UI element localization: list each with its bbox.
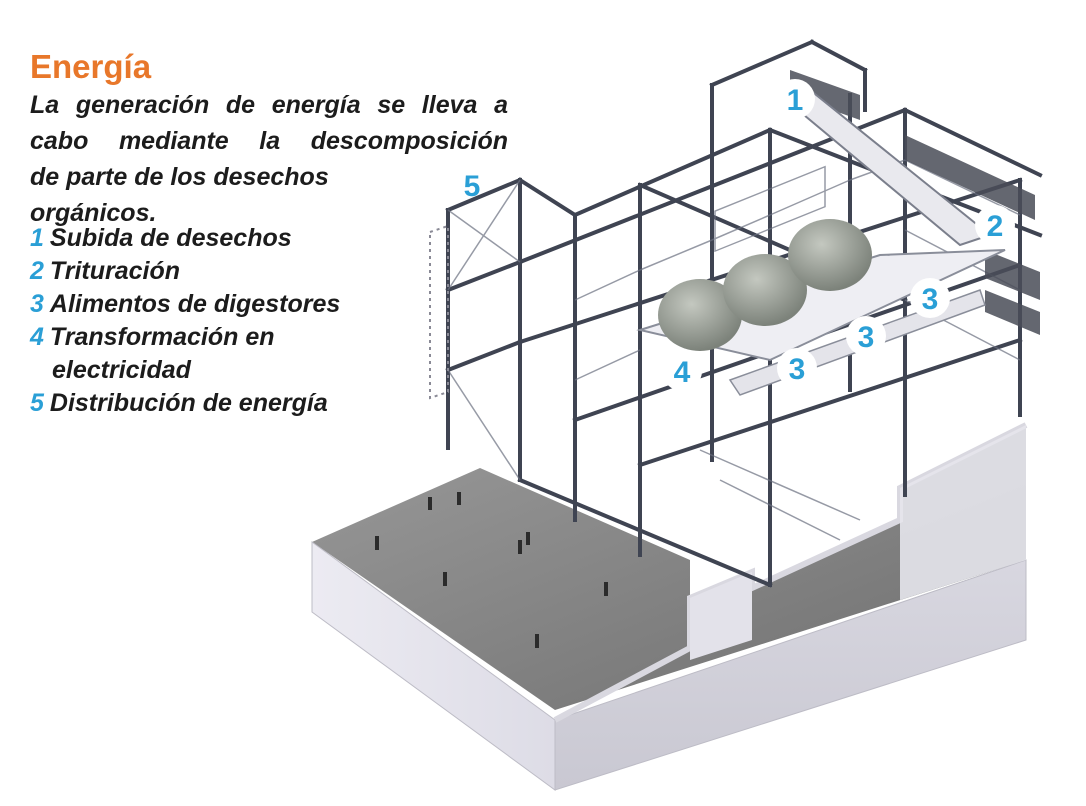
digester-domes [658,219,872,351]
intro-text: La generación de energía se lleva a cabo… [30,87,508,231]
callout-number: 3 [789,353,806,386]
legend-label: Subida de desechos [49,224,292,252]
legend-label: Alimentos de digestores [49,290,341,318]
callout-3: 3 [846,316,886,356]
legend-number: 4 [30,323,44,351]
callout-number: 3 [858,321,875,354]
callout-4: 4 [662,351,702,391]
callout-number: 1 [787,84,804,117]
shredder-machinery [790,70,1040,335]
callout-number: 5 [464,170,481,203]
intro-line: orgánicos. [30,199,157,227]
page-title: Energía [30,48,152,85]
legend-item-continuation: electricidad [52,356,191,384]
callout-number: 3 [922,283,939,316]
legend-number: 3 [30,290,44,318]
legend-label: Trituración [49,257,181,285]
intro-line: La generación de energía se lleva a [30,91,508,119]
intro-line: de parte de los desechos [30,163,329,191]
legend-number: 1 [30,224,44,252]
callout-2: 2 [975,205,1015,245]
dotted-outline [429,224,449,400]
callout-number: 4 [674,356,691,389]
legend-label: Distribución de energía [49,389,328,417]
base-platform [311,422,1028,791]
callout-number: 2 [987,210,1004,243]
people-figures [375,492,608,648]
callout-3: 3 [777,348,817,388]
callout-5: 5 [464,170,481,203]
legend-label: Transformación en [49,323,275,351]
legend-number: 2 [30,257,44,285]
legend-number: 5 [30,389,44,417]
callout-1: 1 [775,79,815,119]
callout-3: 3 [910,278,950,318]
intro-line: cabo mediante la descomposición [30,127,508,155]
